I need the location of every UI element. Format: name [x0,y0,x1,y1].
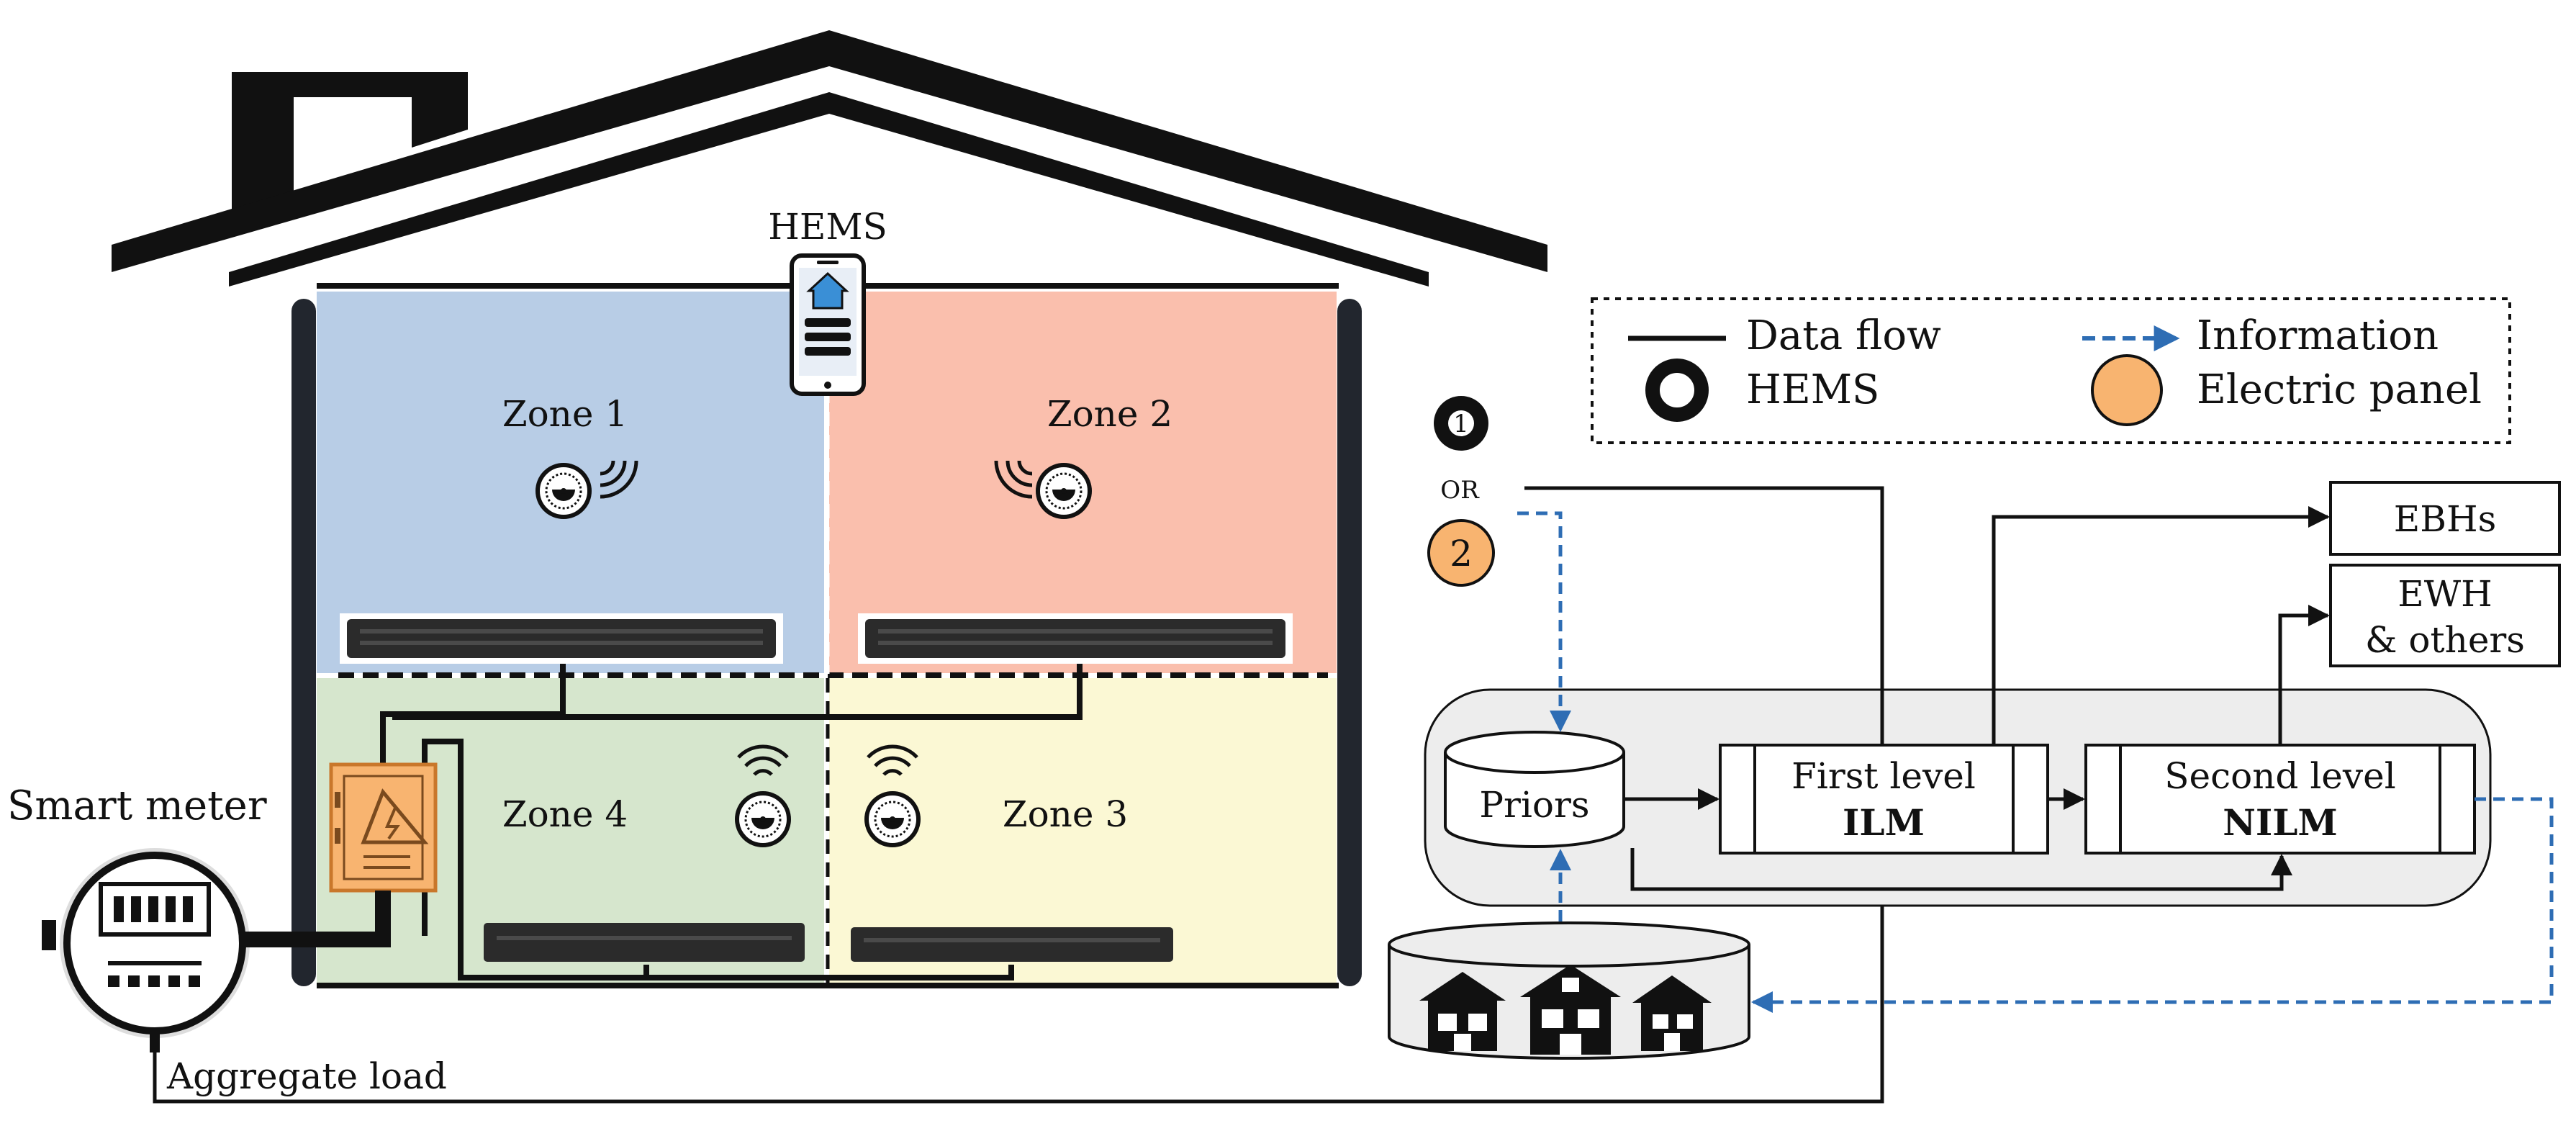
first-level-title: First level [1791,755,1976,797]
or-label: OR [1440,476,1480,505]
aggregate-load-label: Aggregate load [166,1055,447,1097]
zone-2-label: Zone 2 [1047,393,1172,435]
hems-label: HEMS [768,206,887,248]
heater-zone-1 [340,613,783,664]
svg-text:2: 2 [1450,533,1473,574]
legend-information-label: Information [2197,312,2439,359]
information-connectors [1517,511,2554,1013]
legend-box [1591,297,2511,444]
zone-1-label: Zone 1 [502,393,628,435]
legend-electric-panel-label: Electric panel [2197,366,2482,413]
thermostat-zone-3 [864,791,921,847]
smart-meter-label: Smart meter [7,783,267,829]
second-level-nilm-block: Second level NILM [2084,744,2476,855]
electric-panel-icon [329,762,438,893]
zone-3-label: Zone 3 [1003,793,1128,835]
wifi-icon [600,460,638,499]
hems-phone-icon [790,253,866,396]
houses-database [1388,921,1750,1060]
svg-text:1: 1 [1453,410,1469,438]
ebhs-output-box: EBHs [2329,481,2561,556]
first-level-name: ILM [1843,801,1925,844]
legend-electric-panel-swatch [2091,354,2163,426]
thermostat-zone-1 [535,463,592,519]
first-level-ilm-block: First level ILM [1719,744,2049,855]
smart-meter-icon [42,848,250,1052]
right-wall [1337,299,1362,986]
data-flow-connectors [1524,486,2330,891]
thermostat-zone-2 [1036,463,1092,519]
legend: Data flow HEMS Information Electric pane… [1591,297,2511,444]
floor-line [317,983,1339,988]
house: Zone 1 Zone 2 Zone 4 Zone 3 [112,30,1547,988]
thermostat-zone-4 [735,791,791,847]
legend-data-flow-label: Data flow [1746,312,1941,359]
option-2-electric-panel: 2 [1427,519,1495,587]
priors-database: Priors [1444,731,1625,848]
svg-text:EBHs: EBHs [2394,498,2497,540]
legend-hems-swatch [1645,359,1709,422]
chimney [232,72,468,216]
house-icon [1520,965,1621,1055]
heater-zone-4 [484,923,805,962]
option-1-hems: 1 [1434,396,1488,451]
heater-zone-3 [851,927,1173,962]
house-icon [1632,975,1712,1051]
heater-zone-2 [858,613,1293,664]
aggregate-load-line [153,831,1884,1104]
zone-4-label: Zone 4 [502,793,628,835]
house-icon [1419,972,1506,1051]
left-wall [292,299,316,986]
wifi-icon [737,744,789,776]
legend-hems-label: HEMS [1746,366,1879,413]
meter-panel-cable [241,891,391,947]
second-level-title: Second level [2164,755,2395,797]
wifi-icon [867,744,918,776]
svg-text:EWH: EWH [2398,573,2493,615]
wifi-icon [994,460,1033,499]
priors-label: Priors [1479,784,1589,826]
second-level-name: NILM [2223,801,2338,844]
svg-text:& others: & others [2365,619,2525,661]
ewh-output-box: EWH & others [2329,564,2561,667]
